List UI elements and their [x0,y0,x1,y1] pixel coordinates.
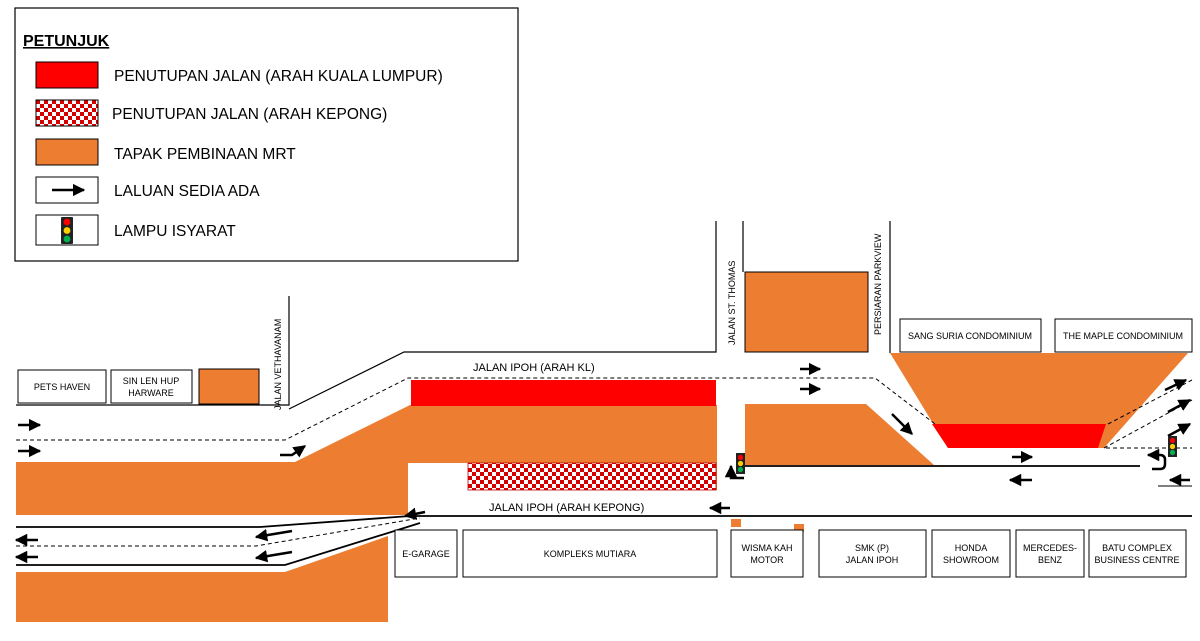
legend-closure-kl-label: PENUTUPAN JALAN (ARAH KUALA LUMPUR) [114,68,443,85]
svg-text:SANG SURIA CONDOMINIUM: SANG SURIA CONDOMINIUM [908,331,1032,341]
building-batu-complex: BATU COMPLEX BUSINESS CENTRE [1088,529,1187,578]
legend-construction-swatch [35,138,99,166]
building-maple: THE MAPLE CONDOMINIUM [1054,318,1193,353]
road-lines [16,221,1193,566]
arrow-up-right-icon [1167,398,1192,414]
legend-closure-kl-swatch [35,61,99,89]
legend: PETUNJUK PENUTUPAN JALAN (ARAH KUALA LUM… [14,7,519,262]
u-turn-arrow-icon [1146,448,1167,471]
arrow-right-icon [280,444,307,458]
road-label-jalan-vethavanam: JALAN VETHAVANAM [273,319,283,410]
traffic-light-icon [61,217,73,244]
svg-text:JALAN IPOH: JALAN IPOH [846,555,899,565]
traffic-light-icon [1168,436,1177,457]
svg-text:KOMPLEKS MUTIARA: KOMPLEKS MUTIARA [544,549,637,559]
road-label-jalan-ipoh-kl: JALAN IPOH (ARAH KL) [473,362,595,374]
building-kompleks-mutiara: KOMPLEKS MUTIARA [462,529,718,578]
construction-marker [794,524,804,532]
legend-box [14,7,519,262]
road-closure-kl-condo [932,424,1106,448]
construction-marker [731,519,741,527]
svg-text:SHOWROOM: SHOWROOM [943,555,999,565]
road-closure-kl [411,380,716,406]
arrow-up-right-icon [1167,422,1192,438]
svg-text:THE MAPLE CONDOMINIUM: THE MAPLE CONDOMINIUM [1063,331,1183,341]
building-sin-len-hup: SIN LEN HUP HARWARE [110,369,193,404]
svg-text:SIN LEN HUP: SIN LEN HUP [123,376,180,386]
svg-text:SMK (P): SMK (P) [855,543,889,553]
legend-construction-label: TAPAK PEMBINAAN MRT [114,146,296,163]
building-e-garage: E-GARAGE [394,529,458,578]
svg-text:WISMA KAH: WISMA KAH [741,543,792,553]
building-sang-suria: SANG SURIA CONDOMINIUM [899,318,1042,353]
legend-closure-kepong-label: PENUTUPAN JALAN (ARAH KEPONG) [112,106,387,123]
arrow-left-icon [403,507,426,520]
arrow-down-right-icon [891,413,913,435]
svg-text:PETS HAVEN: PETS HAVEN [34,382,90,392]
construction-site-small-lot [198,368,260,405]
legend-route-label: LALUAN SEDIA ADA [114,183,260,200]
arrow-up-right-icon [1164,378,1188,392]
construction-site-lower-left [16,536,388,622]
building-honda: HONDA SHOWROOM [931,529,1011,578]
construction-site-st-thomas [744,271,869,353]
building-wisma-kah-motor: WISMA KAH MOTOR [730,529,804,578]
building-smk-p: SMK (P) JALAN IPOH [818,529,927,578]
legend-closure-kepong-swatch [35,99,99,127]
svg-text:HONDA: HONDA [955,543,988,553]
legend-traffic-light-label: LAMPU ISYARAT [114,223,236,240]
traffic-arrows [14,362,1192,564]
arrow-left-icon [254,528,293,542]
svg-text:BATU COMPLEX: BATU COMPLEX [1102,543,1172,553]
svg-text:E-GARAGE: E-GARAGE [402,549,450,559]
svg-text:BUSINESS CENTRE: BUSINESS CENTRE [1094,555,1179,565]
road-label-jalan-ipoh-kepong: JALAN IPOH (ARAH KEPONG) [489,502,644,514]
traffic-light-icon [736,453,745,474]
road-closure-kepong [467,462,717,491]
road-label-persiaran-parkview: PERSIARAN PARKVIEW [873,233,883,335]
road-label-jalan-st-thomas: JALAN ST. THOMAS [727,261,737,345]
svg-text:HARWARE: HARWARE [128,388,174,398]
arrow-up-icon [724,464,744,480]
svg-text:MERCEDES-: MERCEDES- [1023,543,1077,553]
building-mercedes: MERCEDES- BENZ [1015,529,1085,578]
legend-title: PETUNJUK [23,33,110,50]
svg-text:MOTOR: MOTOR [750,555,784,565]
svg-text:BENZ: BENZ [1038,555,1063,565]
building-pets-haven: PETS HAVEN [17,369,107,404]
construction-site-middle [745,404,934,465]
arrow-left-icon [254,549,293,563]
construction-site-main-band [16,405,716,515]
